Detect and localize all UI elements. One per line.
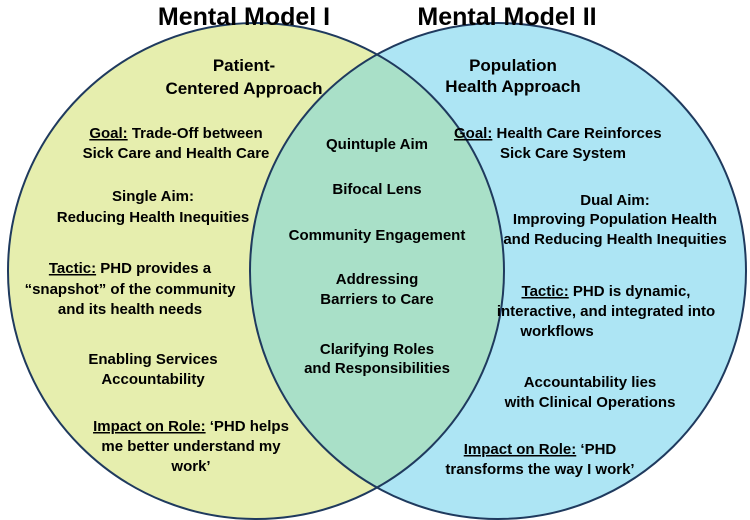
- right-impact-line-1: Impact on Role: ‘PHD: [464, 441, 617, 458]
- left-goal-line-1: Goal: Trade-Off between: [89, 125, 262, 142]
- left-impact-line-2: me better understand my: [101, 438, 281, 455]
- left-circle-outline: [7, 22, 505, 520]
- left-tactic-text-1: PHD provides a: [96, 260, 212, 277]
- left-impact-label: Impact on Role:: [93, 418, 206, 435]
- overlap-quintuple-aim: Quintuple Aim: [326, 136, 428, 153]
- overlap-content: Quintuple Aim Bifocal Lens Community Eng…: [289, 136, 466, 377]
- left-goal-line-2: Sick Care and Health Care: [83, 145, 270, 162]
- right-tactic-text-1: PHD is dynamic,: [569, 283, 691, 300]
- overlap-community-engagement: Community Engagement: [289, 227, 466, 244]
- left-goal-label: Goal:: [89, 125, 127, 142]
- overlap-barriers-line-2: Barriers to Care: [320, 291, 433, 308]
- left-tactic-line-1: Tactic: PHD provides a: [49, 260, 212, 277]
- right-tactic-label: Tactic:: [522, 283, 569, 300]
- overlap-barriers-line-1: Addressing: [336, 271, 419, 288]
- left-tactic-line-3: and its health needs: [58, 301, 202, 318]
- left-heading-line-2: Centered Approach: [165, 79, 322, 98]
- left-tactic-label: Tactic:: [49, 260, 96, 277]
- overlap-region: [250, 23, 504, 519]
- left-impact-text-1: ‘PHD helps: [206, 418, 289, 435]
- right-goal-line-1: Goal: Health Care Reinforces: [454, 125, 662, 142]
- left-impact-line-1: Impact on Role: ‘PHD helps: [93, 418, 289, 435]
- left-impact-line-3: work’: [170, 458, 210, 475]
- right-heading-line-2: Health Approach: [445, 77, 580, 96]
- left-title: Mental Model I: [158, 3, 330, 31]
- right-impact-label: Impact on Role:: [464, 441, 577, 458]
- right-aim-line-2: Improving Population Health: [513, 211, 717, 228]
- right-tactic-line-1: Tactic: PHD is dynamic,: [522, 283, 691, 300]
- right-tactic-line-3: workflows: [519, 323, 593, 340]
- right-aim-line-3: and Reducing Health Inequities: [503, 231, 726, 248]
- left-aim-line-2: Reducing Health Inequities: [57, 209, 250, 226]
- right-impact-text-1: ‘PHD: [576, 441, 616, 458]
- left-heading-line-1: Patient-: [213, 56, 275, 75]
- right-tactic-line-2: interactive, and integrated into: [497, 303, 715, 320]
- right-goal-label: Goal:: [454, 125, 492, 142]
- right-aim-line-1: Dual Aim:: [580, 192, 649, 209]
- right-accountability-line-2: with Clinical Operations: [504, 394, 676, 411]
- right-title: Mental Model II: [417, 3, 596, 31]
- right-heading-line-1: Population: [469, 56, 557, 75]
- overlap-roles-line-1: Clarifying Roles: [320, 341, 434, 358]
- left-tactic-line-2: “snapshot” of the community: [25, 281, 237, 298]
- left-goal-text-1: Trade-Off between: [128, 125, 263, 142]
- overlap-bifocal-lens: Bifocal Lens: [332, 181, 421, 198]
- right-goal-line-2: Sick Care System: [500, 145, 626, 162]
- right-accountability-line-1: Accountability lies: [524, 374, 657, 391]
- left-content: Patient- Centered Approach Goal: Trade-O…: [25, 56, 323, 475]
- left-aim-line-1: Single Aim:: [112, 188, 194, 205]
- right-content: Population Health Approach Goal: Health …: [445, 56, 726, 478]
- left-services-line-2: Accountability: [101, 371, 205, 388]
- overlap-roles-line-2: and Responsibilities: [304, 360, 450, 377]
- right-circle-outline: [249, 22, 747, 520]
- left-services-line-1: Enabling Services: [88, 351, 217, 368]
- right-impact-line-2: transforms the way I work’: [445, 461, 634, 478]
- right-goal-text-1: Health Care Reinforces: [492, 125, 661, 142]
